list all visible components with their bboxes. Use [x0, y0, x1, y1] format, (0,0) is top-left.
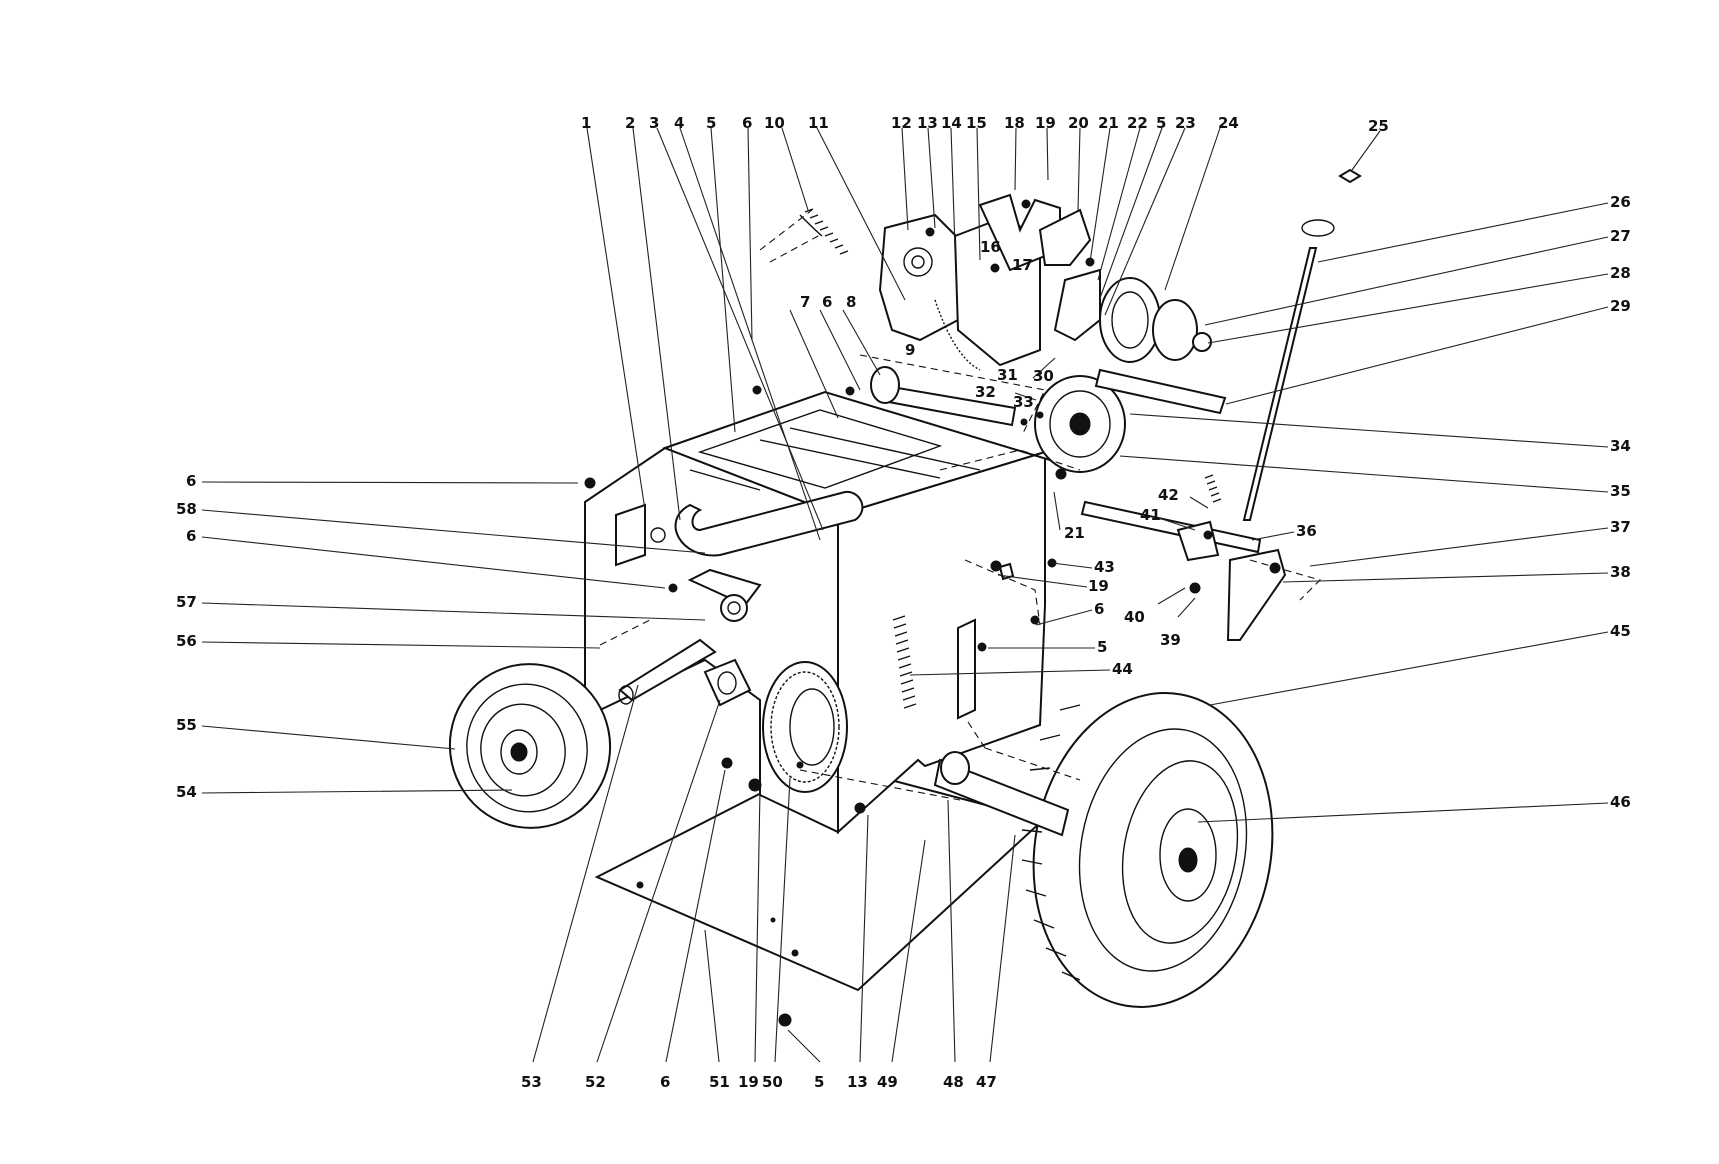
frame-right-face [837, 450, 1046, 835]
callout-14: 14 [941, 114, 962, 132]
callout-20: 20 [1068, 114, 1089, 132]
callout-2: 2 [625, 114, 635, 132]
callout-6-bottom: 6 [660, 1073, 670, 1091]
axle-shaft-left [618, 638, 717, 702]
callout-27: 27 [1610, 227, 1631, 245]
callout-53: 53 [521, 1073, 542, 1091]
callout-49: 49 [877, 1073, 898, 1091]
spring-top [799, 208, 849, 255]
callout-31: 31 [997, 366, 1018, 384]
callout-42: 42 [1158, 486, 1179, 504]
callout-54: 54 [176, 783, 197, 801]
sprocket-gear [934, 299, 981, 371]
callout-9: 9 [905, 341, 915, 359]
callout-38: 38 [1610, 563, 1631, 581]
callout-39: 39 [1160, 631, 1181, 649]
callout-7: 7 [800, 293, 810, 311]
callout-18: 18 [1004, 114, 1025, 132]
callout-56: 56 [176, 632, 197, 650]
leader-lines [201, 127, 1609, 1063]
callout-6: 6 [742, 114, 752, 132]
callout-6-left-b: 6 [186, 527, 196, 545]
top-bracket [978, 193, 1061, 272]
callout-11: 11 [808, 114, 829, 132]
callout-15: 15 [966, 114, 987, 132]
callout-12: 12 [891, 114, 912, 132]
callout-3: 3 [649, 114, 659, 132]
friction-wheel [1099, 277, 1198, 363]
callout-1: 1 [581, 114, 591, 132]
callout-10: 10 [764, 114, 785, 132]
callout-48: 48 [943, 1073, 964, 1091]
callout-57: 57 [176, 593, 197, 611]
callout-17: 17 [1012, 256, 1033, 274]
large-gear [762, 661, 848, 793]
parts-artwork [448, 168, 1362, 1027]
callout-16: 16 [980, 238, 1001, 256]
callout-6-left-a: 6 [186, 472, 196, 490]
callout-5-inner: 5 [1097, 638, 1107, 656]
drive-pulley [448, 663, 612, 829]
callout-19: 19 [1035, 114, 1056, 132]
callout-13: 13 [917, 114, 938, 132]
left-bracket [615, 503, 646, 567]
callout-40: 40 [1124, 608, 1145, 626]
shift-bracket [1226, 548, 1287, 641]
spring-lower [892, 615, 917, 709]
upper-shaft [1094, 368, 1227, 415]
callout-37: 37 [1610, 518, 1631, 536]
callout-19-bottom: 19 [738, 1073, 759, 1091]
drive-wheel-tire [1021, 692, 1274, 1008]
callout-50: 50 [762, 1073, 783, 1091]
callout-33: 33 [1013, 393, 1034, 411]
callout-23: 23 [1175, 114, 1196, 132]
callout-30: 30 [1033, 367, 1054, 385]
callout-13-bottom: 13 [847, 1073, 868, 1091]
callout-45: 45 [1610, 622, 1631, 640]
callout-21: 21 [1098, 114, 1119, 132]
callout-5: 5 [706, 114, 716, 132]
callout-4: 4 [674, 114, 684, 132]
u-bracket [674, 490, 864, 557]
axle-shaft-right [933, 758, 1070, 837]
callout-35: 35 [1610, 482, 1631, 500]
callout-28: 28 [1610, 264, 1631, 282]
callout-labels: 1 2 3 4 5 6 10 11 12 13 14 15 18 19 20 2… [176, 114, 1631, 1091]
callout-6-inner-b: 6 [1094, 600, 1104, 618]
callout-46-right: 46 [1610, 793, 1631, 811]
callout-8: 8 [846, 293, 856, 311]
callout-21-inner: 21 [1064, 524, 1085, 542]
drive-plate-left [878, 213, 962, 342]
callout-32: 32 [975, 383, 996, 401]
callout-47: 47 [976, 1073, 997, 1091]
callout-19-inner: 19 [1088, 577, 1109, 595]
callout-34: 34 [1610, 437, 1631, 455]
callout-22: 22 [1127, 114, 1148, 132]
callout-24: 24 [1218, 114, 1239, 132]
callout-25: 25 [1368, 117, 1389, 135]
callout-5-bottom: 5 [814, 1073, 824, 1091]
callout-58: 58 [176, 500, 197, 518]
callout-29: 29 [1610, 297, 1631, 315]
callout-55: 55 [176, 716, 197, 734]
shift-rod [1242, 247, 1318, 521]
callout-26: 26 [1610, 193, 1631, 211]
callout-5b: 5 [1156, 114, 1166, 132]
callout-36: 36 [1296, 522, 1317, 540]
bearing-flange [703, 658, 752, 707]
callout-6-inner: 6 [822, 293, 832, 311]
callout-52: 52 [585, 1073, 606, 1091]
callout-51: 51 [709, 1073, 730, 1091]
upper-pulley [1034, 375, 1126, 473]
cross-shaft [1080, 500, 1262, 554]
callout-41: 41 [1140, 506, 1161, 524]
callout-43: 43 [1094, 558, 1115, 576]
callout-44: 44 [1112, 660, 1133, 678]
